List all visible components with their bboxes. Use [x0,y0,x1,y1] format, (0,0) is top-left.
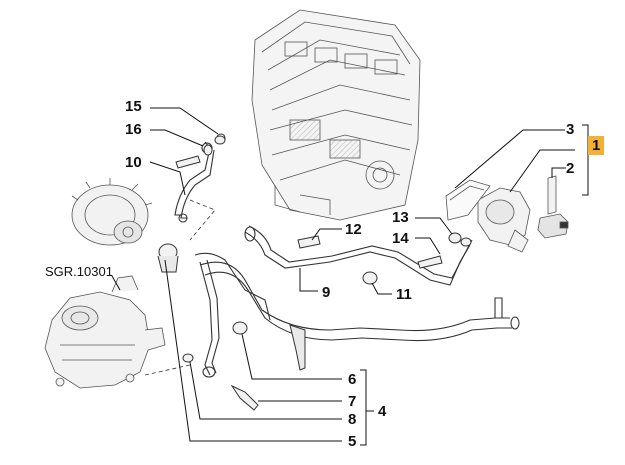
callout-14[interactable]: 14 [392,230,409,247]
callout-12[interactable]: 12 [345,221,362,238]
dashed-group-outline [144,199,216,376]
callout-16[interactable]: 16 [125,121,142,138]
thermostat-housing [44,275,166,389]
reference-label: SGR.10301 [45,264,113,279]
outlet-housing-right [445,179,531,253]
callout-6[interactable]: 6 [348,371,357,388]
callout-4[interactable]: 4 [378,403,387,420]
callout-9[interactable]: 9 [322,284,331,301]
leader-lines [111,107,595,446]
callout-1-highlight[interactable]: 1 [588,136,605,155]
callout-3[interactable]: 3 [566,121,575,138]
water-pump [71,178,153,246]
callout-10[interactable]: 10 [125,154,142,171]
small-parts [157,135,472,411]
callout-11[interactable]: 11 [396,286,412,303]
callout-13[interactable]: 13 [392,209,409,226]
callout-2[interactable]: 2 [566,160,575,177]
temperature-sensor [537,175,569,239]
callout-15[interactable]: 15 [125,98,142,115]
callout-7[interactable]: 7 [348,393,357,410]
coolant-pipes [174,133,520,378]
callout-8[interactable]: 8 [348,411,357,428]
engine-block [251,9,421,221]
callout-5[interactable]: 5 [348,433,357,450]
